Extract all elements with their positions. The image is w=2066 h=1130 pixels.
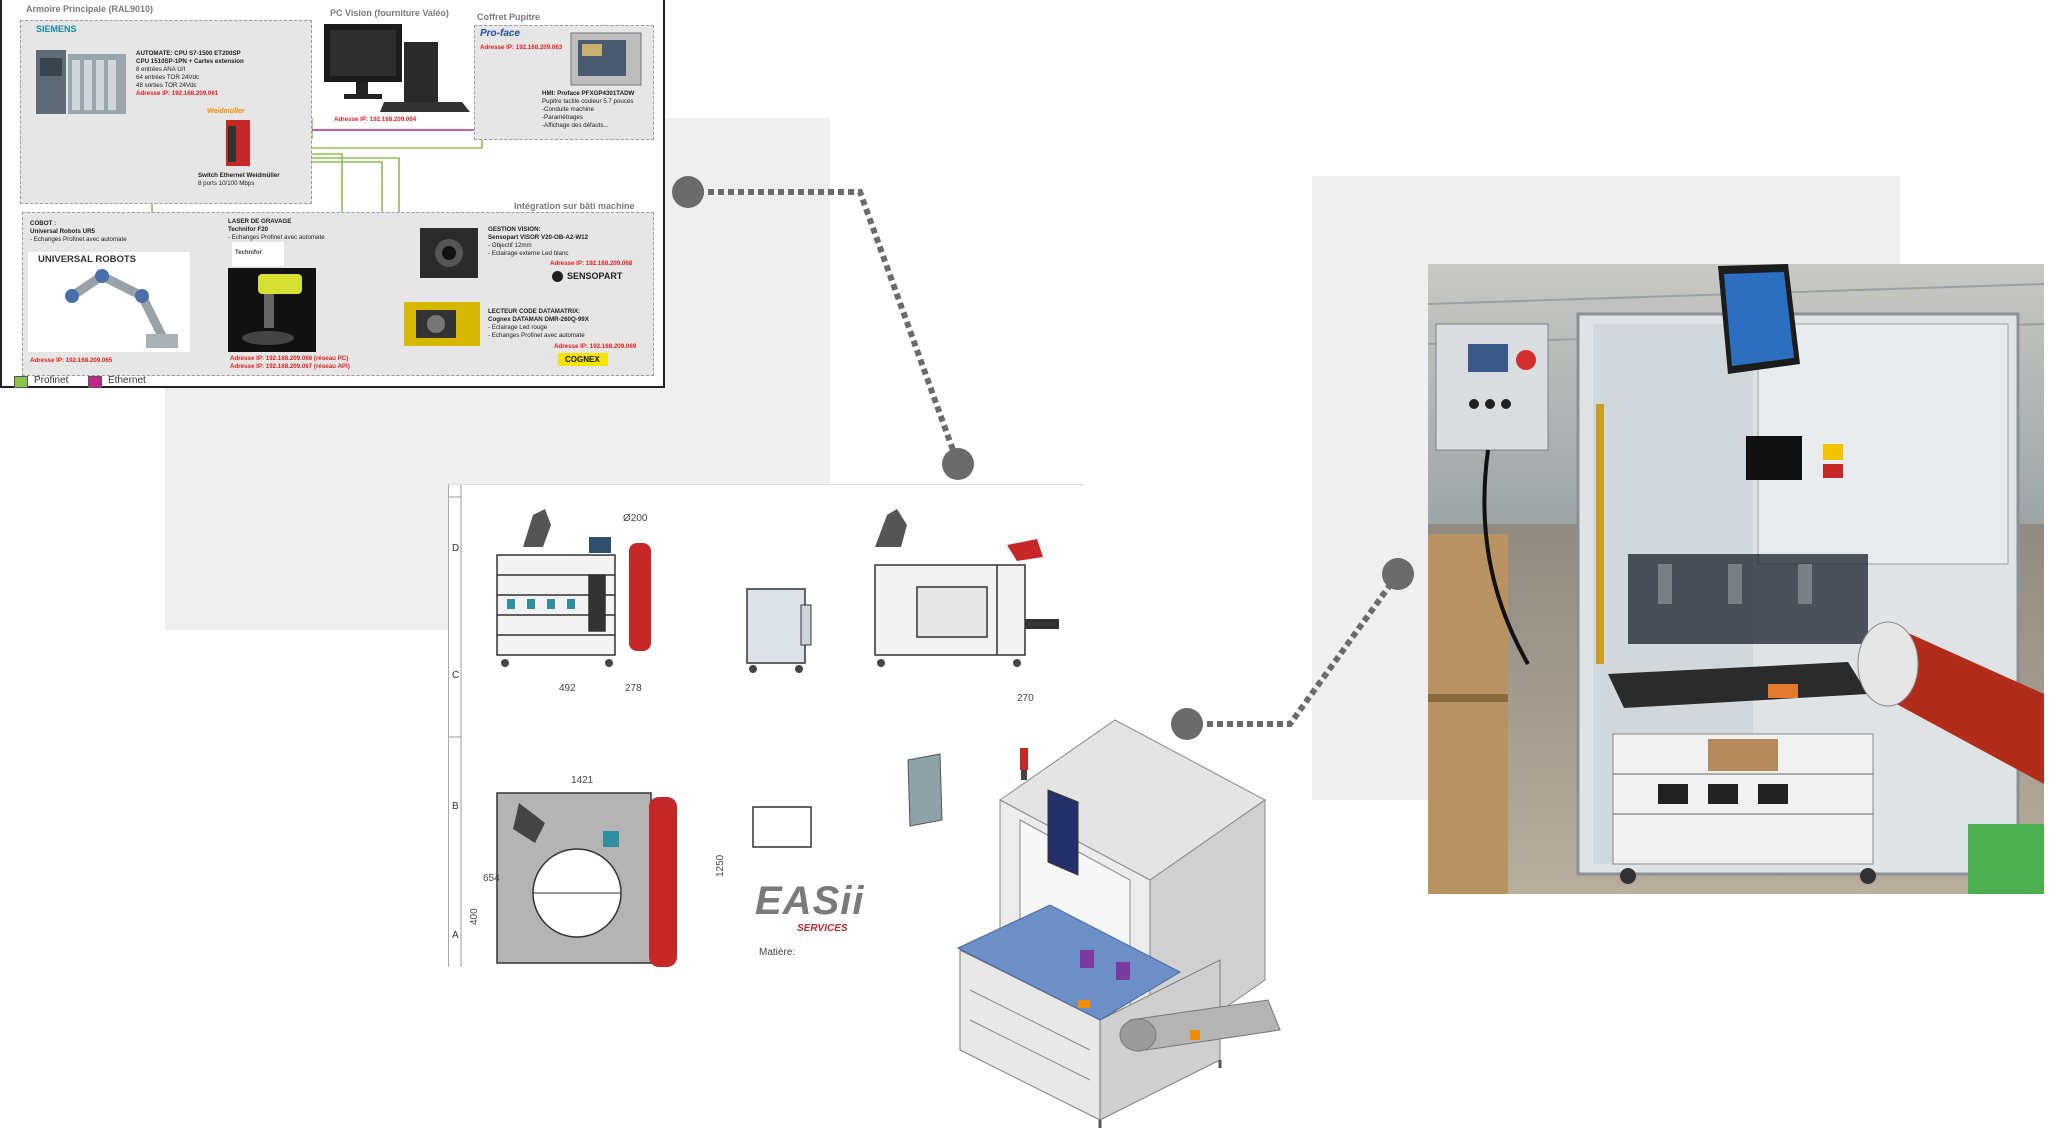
laser-ip-pc: Adresse IP: 192.168.209.066 (réseau PC) bbox=[230, 355, 349, 362]
laser-desc: LASER DE GRAVAGE Technifor F20 - Echange… bbox=[228, 218, 325, 241]
zone-pc-label: PC Vision (fourniture Valéo) bbox=[330, 8, 449, 18]
dim-1250: 1250 bbox=[715, 854, 726, 877]
easii-logo-sub: SERVICES bbox=[797, 923, 848, 934]
dim-492: 492 bbox=[559, 683, 576, 694]
legend-label-profinet: Profinet bbox=[34, 375, 69, 386]
hmi-image bbox=[570, 32, 642, 86]
proface-ip: Adresse IP: 192.168.209.063 bbox=[480, 44, 563, 51]
connector-network-to-sheet bbox=[688, 189, 961, 466]
vision-desc: GESTION VISION: Sensopart VISOR V20-OB-A… bbox=[488, 226, 589, 257]
cognex-logo-box bbox=[558, 353, 608, 366]
switch-desc: Switch Ethernet Weidmüller 8 ports 10/10… bbox=[198, 172, 280, 187]
side-view-drawing bbox=[746, 588, 812, 673]
dim-400: 400 bbox=[469, 908, 480, 925]
machine-photo-illustration bbox=[1428, 264, 2044, 894]
cobot-image bbox=[65, 269, 178, 348]
connector-dot-network bbox=[672, 176, 704, 208]
zone-main-label: Armoire Principale (RAL9010) bbox=[26, 4, 154, 14]
siemens-ip: Adresse IP: 192.168.209.061 bbox=[136, 90, 219, 97]
front-view-drawing bbox=[496, 509, 651, 667]
legend-label-ethernet: Ethernet bbox=[108, 375, 146, 386]
switch-image bbox=[226, 120, 250, 166]
dim-1421: 1421 bbox=[571, 775, 594, 786]
zone-desk-label: Coffret Pupitre bbox=[477, 12, 540, 22]
proface-logo: Pro-face bbox=[480, 28, 521, 39]
cobot-desc: COBOT : Universal Robots UR5 - Echanges … bbox=[30, 220, 127, 243]
row-label-a: A bbox=[452, 930, 459, 941]
dim-270: 270 bbox=[1017, 693, 1034, 704]
connector-dot-model bbox=[1171, 708, 1203, 740]
machine-3d-model bbox=[907, 719, 1281, 1128]
zone-machine-label: Intégration sur bâti machine bbox=[514, 201, 635, 211]
pc-vision-image bbox=[324, 24, 470, 112]
laser-ip-api: Adresse IP: 192.168.209.067 (réseau API) bbox=[230, 363, 350, 370]
cobot-ip: Adresse IP: 192.168.209.065 bbox=[30, 357, 113, 364]
technical-drawing-sheet: D C B A Ø200 492 278 bbox=[448, 484, 1084, 967]
right-view-drawing bbox=[874, 509, 1059, 667]
legend-swatch-profinet bbox=[14, 376, 28, 388]
row-label-b: B bbox=[452, 801, 459, 812]
siemens-logo: SIEMENS bbox=[36, 24, 77, 34]
vision-ip: Adresse IP: 192.168.209.068 bbox=[550, 260, 633, 267]
plc-image bbox=[36, 50, 126, 114]
top-view-drawing bbox=[496, 792, 677, 967]
network-diagram: Armoire Principale (RAL9010) PC Vision (… bbox=[0, 0, 665, 388]
laser-logo-box bbox=[232, 242, 284, 266]
weidmuller-logo: Weidmüller bbox=[207, 108, 245, 115]
pc-vision-ip: Adresse IP: 192.168.209.064 bbox=[334, 116, 417, 123]
technifor-logo: Technifor bbox=[235, 250, 262, 256]
dim-278: 278 bbox=[625, 683, 642, 694]
connector-dot-photo bbox=[1382, 558, 1414, 590]
connector-dot-sheet bbox=[942, 448, 974, 480]
datamatrix-desc: LECTEUR CODE DATAMATRIX: Cognex DATAMAN … bbox=[488, 308, 589, 339]
datamatrix-ip: Adresse IP: 192.168.209.069 bbox=[554, 343, 637, 350]
side-top-view-drawing bbox=[752, 806, 812, 848]
siemens-desc: AUTOMATE: CPU S7-1500 ET200SP CPU 1510SP… bbox=[136, 50, 244, 89]
cognex-logo: COGNEX bbox=[565, 355, 600, 364]
dim-diameter: Ø200 bbox=[623, 513, 648, 524]
datamatrix-reader-image bbox=[404, 302, 480, 346]
sensopart-logo-dot bbox=[552, 271, 563, 282]
legend-swatch-ethernet bbox=[88, 376, 102, 388]
machine-photo bbox=[1428, 264, 2044, 894]
easii-logo: EASii bbox=[755, 879, 865, 923]
sheet-frame bbox=[449, 485, 462, 967]
matiere-label: Matière: bbox=[759, 947, 796, 958]
sensopart-logo: SENSOPART bbox=[567, 271, 623, 281]
dim-654: 654 bbox=[483, 873, 500, 884]
row-label-d: D bbox=[452, 543, 460, 554]
laser-image bbox=[228, 268, 316, 352]
vision-camera-image bbox=[420, 228, 478, 278]
proface-desc: HMI: Proface PFXGP4301TADW Pupitre tacti… bbox=[542, 90, 635, 129]
connector-model-to-photo bbox=[1187, 572, 1401, 727]
universal-robots-logo: UNIVERSAL ROBOTS bbox=[38, 254, 137, 265]
row-label-c: C bbox=[452, 670, 460, 681]
